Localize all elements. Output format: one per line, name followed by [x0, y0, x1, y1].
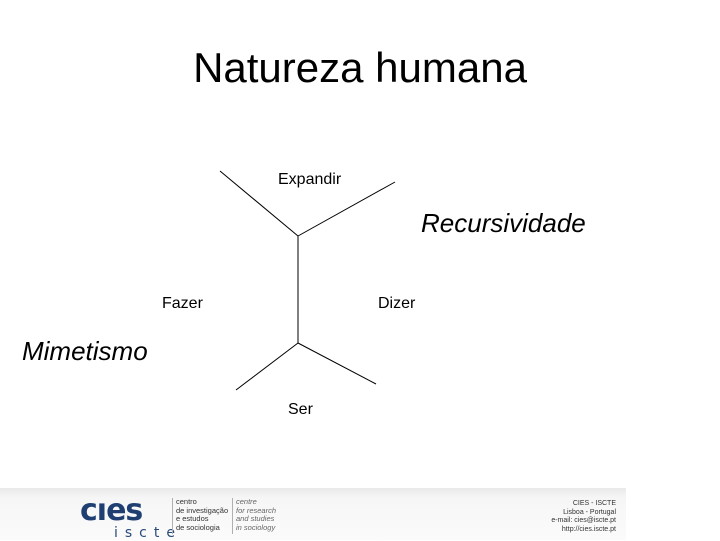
- divider: [172, 498, 173, 534]
- label-dizer: Dizer: [378, 295, 416, 312]
- footer-band: [0, 488, 626, 540]
- annotation-recursividade: Recursividade: [421, 208, 586, 238]
- lower-left-branch: [235, 342, 299, 391]
- tagline-english: centre for research and studies in socio…: [236, 497, 277, 532]
- logo-subtitle: iscte: [114, 525, 182, 541]
- label-ser: Ser: [288, 401, 313, 418]
- upper-left-branch: [219, 170, 299, 237]
- label-fazer: Fazer: [162, 295, 203, 312]
- logo-wordmark: cıes: [80, 493, 143, 528]
- upper-right-branch: [297, 181, 396, 237]
- annotation-mimetismo: Mimetismo: [22, 336, 148, 366]
- label-expandir: Expandir: [278, 171, 342, 188]
- divider: [232, 498, 233, 534]
- tagline-portuguese: centro de investigação e estudos de soci…: [176, 497, 229, 532]
- cies-logo: cıes iscte: [80, 493, 182, 541]
- lower-right-branch: [297, 342, 377, 385]
- contact-info: CIES - ISCTE Lisboa - Portugal e-mail: c…: [551, 500, 616, 533]
- footer-banner: cıes iscte centro de investigação e estu…: [0, 488, 720, 540]
- slide-title: Natureza humana: [193, 44, 527, 91]
